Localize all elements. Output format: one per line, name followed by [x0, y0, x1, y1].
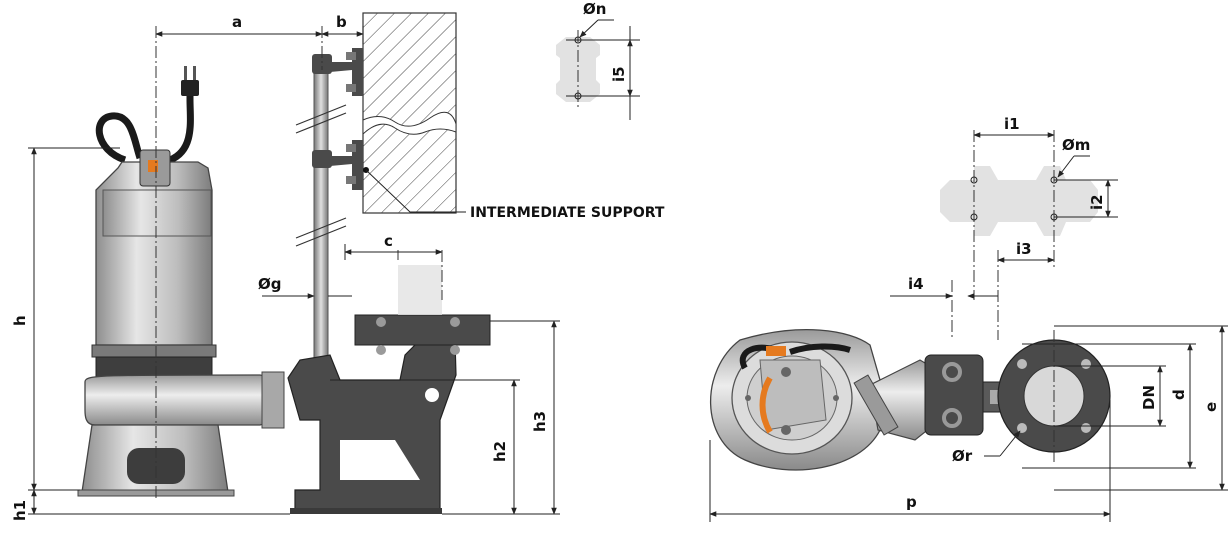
dim-n-label: Øn	[583, 0, 606, 18]
wall	[362, 12, 457, 214]
dim-a-label: a	[232, 13, 242, 31]
dim-i1-label: i1	[1004, 115, 1020, 133]
dim-h3-label: h3	[531, 411, 549, 432]
guide-rail	[295, 69, 347, 391]
bracket-hole-template: i5 Øn	[556, 0, 640, 120]
dim-e-label: e	[1202, 402, 1220, 412]
dim-d-label: d	[1170, 389, 1188, 400]
dim-i5-label: i5	[610, 66, 628, 82]
side-view: INTERMEDIATE SUPPORT	[11, 12, 665, 521]
foot-hole-template: i1 Øm i2 i3 i4	[890, 115, 1118, 340]
dim-c-label: c	[384, 232, 393, 250]
dim-g-label: Øg	[258, 275, 282, 293]
dim-b-label: b	[336, 13, 347, 31]
dim-dn-label: DN	[1140, 385, 1158, 410]
dim-m-label: Øm	[1062, 136, 1090, 154]
pump-motor	[91, 149, 217, 380]
plan-view: DN d e Ør p	[709, 325, 1228, 522]
dim-h-label: h	[11, 315, 29, 326]
dim-i2-label: i2	[1088, 194, 1106, 210]
cable-gland-icon	[148, 160, 158, 172]
top-bracket	[312, 48, 363, 96]
dim-i3-label: i3	[1016, 240, 1032, 258]
intermediate-support-label: INTERMEDIATE SUPPORT	[470, 205, 665, 221]
pump-volute	[77, 371, 285, 497]
foot-bend	[287, 265, 491, 514]
power-cable	[95, 66, 199, 164]
dim-h2-label: h2	[491, 441, 509, 462]
plug-icon	[181, 80, 199, 96]
dim-i4-label: i4	[908, 275, 924, 293]
dim-h1-label: h1	[11, 500, 29, 521]
intermediate-bracket	[312, 140, 369, 190]
dim-r-label: Ør	[952, 447, 973, 465]
dim-p-label: p	[906, 493, 917, 511]
cable-gland-top-icon	[766, 346, 786, 356]
